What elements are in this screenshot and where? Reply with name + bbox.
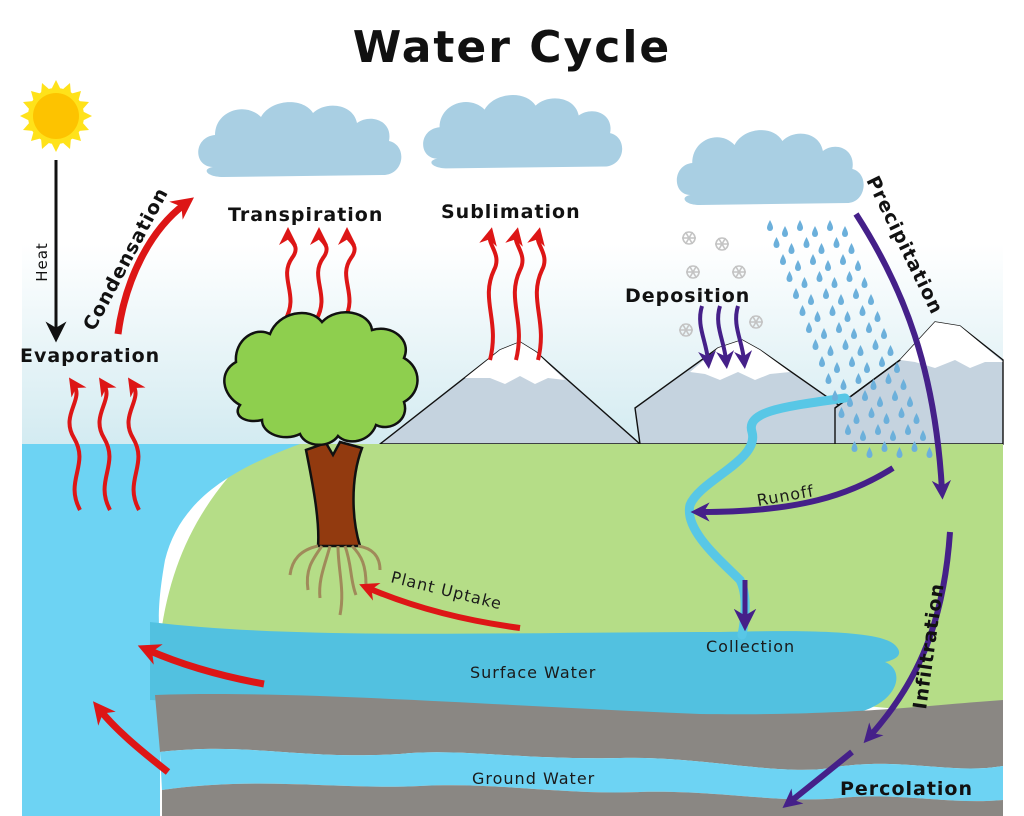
ground-water-band	[160, 748, 1003, 802]
sublimation-arrow	[505, 227, 525, 361]
groundwater-flow-arrow	[93, 701, 171, 775]
river	[684, 393, 850, 640]
ocean	[22, 444, 300, 816]
sublimation-label: Sublimation	[441, 201, 581, 223]
surface-water	[150, 622, 900, 717]
sublimation-arrow	[479, 227, 499, 361]
surface-water-label: Surface Water	[470, 663, 596, 682]
condensation-arrow	[114, 197, 194, 335]
roots	[288, 544, 382, 616]
transpiration-label: Transpiration	[228, 204, 383, 226]
runoff-arrow	[690, 465, 895, 522]
evaporation-arrow	[97, 377, 117, 511]
surface-flow-arrow	[137, 644, 265, 688]
percolation-arrow	[782, 749, 854, 808]
deposition-label: Deposition	[625, 285, 750, 307]
transpiration-arrow	[338, 227, 357, 322]
rock-layer	[155, 694, 1003, 770]
sublimation-arrows	[479, 227, 547, 361]
heat-label: Heat	[33, 242, 51, 282]
transpiration-arrow	[279, 227, 298, 322]
sublimation-arrow	[527, 227, 547, 361]
ground-water-label: Ground Water	[472, 769, 595, 788]
evaporation-label: Evaporation	[20, 345, 160, 367]
percolation-label: Percolation	[840, 778, 973, 800]
tree-crown	[223, 311, 419, 446]
deposition-arrow	[734, 305, 753, 369]
plant-uptake-arrow	[359, 582, 521, 631]
transpiration-arrow	[310, 227, 329, 322]
infiltration-arrow	[863, 531, 953, 744]
deposition-arrows	[698, 305, 753, 369]
tree-icon	[223, 311, 419, 616]
transpiration-arrows	[279, 227, 357, 322]
evaporation-arrow	[67, 377, 87, 511]
deposition-arrow	[698, 305, 717, 369]
sun-icon	[20, 80, 92, 152]
page-title: Water Cycle	[353, 22, 672, 73]
precipitation-arrow	[853, 212, 952, 500]
deposition-arrow	[716, 305, 735, 369]
collection-label: Collection	[706, 637, 795, 656]
evaporation-arrow	[126, 377, 146, 511]
evaporation-arrows	[67, 377, 146, 511]
